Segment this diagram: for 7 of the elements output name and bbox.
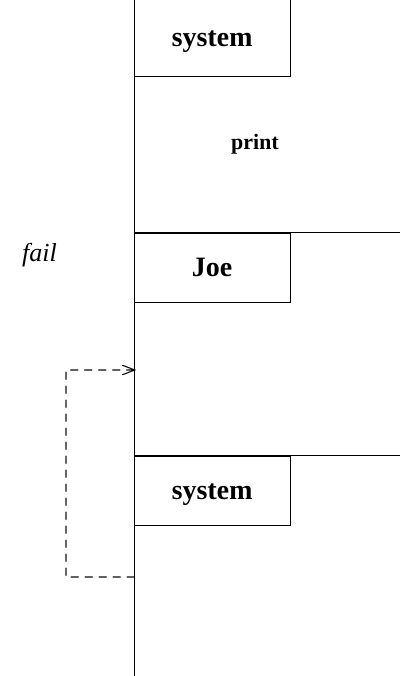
stack-frame [134,455,400,676]
frame-header: system [134,456,290,526]
dashed-arrow [65,364,136,578]
stack-frame [134,232,400,455]
frame-header: system [134,0,290,77]
frame-label: print [231,129,279,155]
frame-header: Joe [134,233,290,303]
